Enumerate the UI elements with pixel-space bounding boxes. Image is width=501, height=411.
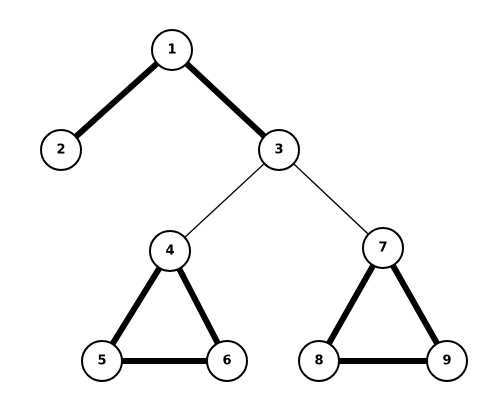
node-label-7: 7	[378, 241, 387, 256]
nodes-layer: 1 2 3 4 5 6 7 8 9	[40, 29, 468, 382]
edge-3-4	[169, 149, 280, 252]
node-6: 6	[206, 340, 248, 382]
edge-1-3	[169, 47, 282, 153]
node-5: 5	[81, 340, 123, 382]
node-label-6: 6	[222, 354, 231, 369]
edge-4-5	[99, 249, 173, 363]
node-label-9: 9	[442, 354, 451, 369]
node-label-3: 3	[274, 143, 283, 158]
node-circle-7	[362, 227, 404, 269]
node-circle-3	[258, 129, 300, 171]
node-3: 3	[258, 129, 300, 171]
edge-3-7	[278, 149, 384, 249]
edge-7-8	[316, 246, 386, 363]
node-label-1: 1	[167, 43, 176, 58]
node-9: 9	[426, 340, 468, 382]
node-circle-6	[206, 340, 248, 382]
node-1: 1	[151, 29, 193, 71]
node-circle-5	[81, 340, 123, 382]
node-8: 8	[298, 340, 340, 382]
edge-1-2	[58, 47, 175, 153]
node-7: 7	[362, 227, 404, 269]
edge-7-9	[380, 246, 450, 363]
node-label-2: 2	[56, 143, 65, 158]
node-circle-1	[151, 29, 193, 71]
node-label-8: 8	[314, 354, 323, 369]
node-circle-2	[40, 129, 82, 171]
node-label-5: 5	[97, 354, 106, 369]
node-circle-8	[298, 340, 340, 382]
node-circle-9	[426, 340, 468, 382]
node-4: 4	[149, 230, 191, 272]
node-label-4: 4	[165, 244, 174, 259]
node-circle-4	[149, 230, 191, 272]
edges-layer	[58, 47, 450, 364]
node-2: 2	[40, 129, 82, 171]
